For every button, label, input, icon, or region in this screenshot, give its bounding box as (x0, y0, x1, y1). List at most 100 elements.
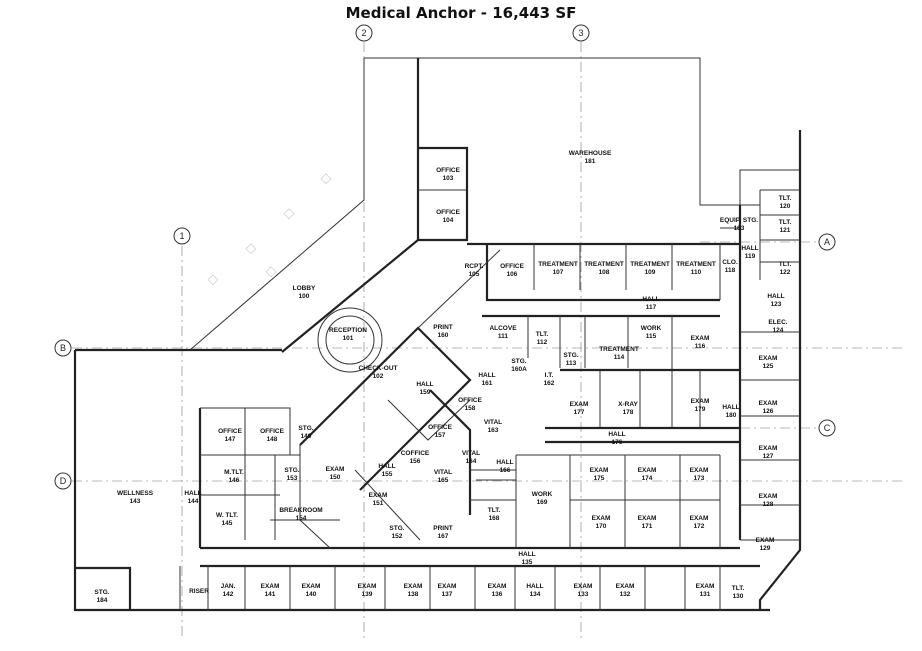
room-name: WORK (532, 491, 553, 498)
room-label: CLO.118 (722, 259, 738, 274)
room-name: STG. (563, 352, 578, 359)
room-name: LOBBY (293, 285, 316, 292)
room-number: 141 (265, 591, 276, 598)
room-number: 123 (771, 301, 782, 308)
room-name: EXAM (696, 583, 715, 590)
room-name: TLT. (779, 261, 792, 268)
room-name: HALL (184, 490, 201, 497)
room-name: HALL (518, 551, 535, 558)
room-name: OFFICE (436, 167, 460, 174)
room-number: 177 (574, 409, 585, 416)
room-name: EXAM (302, 583, 321, 590)
room-name: TREATMENT (538, 261, 578, 268)
room-name: EXAM (690, 515, 709, 522)
room-number: 144 (188, 498, 199, 505)
room-number: 149 (301, 433, 312, 440)
room-name: HALL (378, 463, 395, 470)
room-number: 161 (482, 380, 493, 387)
room-number: 127 (763, 453, 774, 460)
room-label: TLT.120 (779, 195, 792, 210)
room-number: 130 (733, 593, 744, 600)
room-name: VITAL (484, 419, 502, 426)
room-name: TLT. (536, 331, 549, 338)
room-number: 153 (287, 475, 298, 482)
room-number: 148 (267, 436, 278, 443)
room-number: 146 (229, 477, 240, 484)
room-name: STG. (284, 467, 299, 474)
room-name: EXAM (759, 445, 778, 452)
grid-lines (72, 42, 905, 640)
svg-text:3: 3 (578, 28, 583, 38)
room-number: 160A (511, 366, 527, 373)
room-name: TREATMENT (630, 261, 670, 268)
page-title: Medical Anchor - 16,443 SF (345, 4, 577, 22)
room-name: EQUIP. STG. (720, 217, 758, 224)
room-number: 122 (780, 269, 791, 276)
walls (73, 57, 802, 612)
room-number: 158 (465, 405, 476, 412)
room-number: 147 (225, 436, 236, 443)
grid-marker-3: 3 (572, 24, 590, 42)
room-number: 156 (410, 458, 421, 465)
room-name: TREATMENT (584, 261, 624, 268)
room-name: OFFICE (428, 424, 452, 431)
room-number: 136 (492, 591, 503, 598)
room-name: HALL (722, 404, 739, 411)
room-name: ALCOVE (489, 325, 517, 332)
room-name: EXAM (592, 515, 611, 522)
room-name: EXAM (438, 583, 457, 590)
room-name: TLT. (779, 219, 792, 226)
grid-marker-C: C (818, 419, 836, 437)
room-number: 137 (442, 591, 453, 598)
room-number: 126 (763, 408, 774, 415)
room-name: EXAM (590, 467, 609, 474)
room-number: 143 (130, 498, 141, 505)
room-number: 132 (620, 591, 631, 598)
room-name: EXAM (404, 583, 423, 590)
room-name: TLT. (732, 585, 745, 592)
svg-text:D: D (60, 476, 67, 486)
room-name: OFFICE (260, 428, 284, 435)
room-number: 128 (763, 501, 774, 508)
room-label: TLT.121 (779, 219, 792, 234)
room-label: STG.113 (563, 352, 578, 367)
room-number: 140 (306, 591, 317, 598)
room-name: STG. (511, 358, 526, 365)
room-number: 168 (489, 515, 500, 522)
room-name: BREAKROOM (279, 507, 322, 514)
room-number: 108 (599, 269, 610, 276)
room-name: WELLNESS (117, 490, 154, 497)
room-name: TREATMENT (599, 346, 639, 353)
room-label: STG.149 (298, 425, 313, 440)
room-number: 104 (443, 217, 454, 224)
room-number: 131 (700, 591, 711, 598)
room-number: 175 (594, 475, 605, 482)
room-name: EXAM (638, 467, 657, 474)
